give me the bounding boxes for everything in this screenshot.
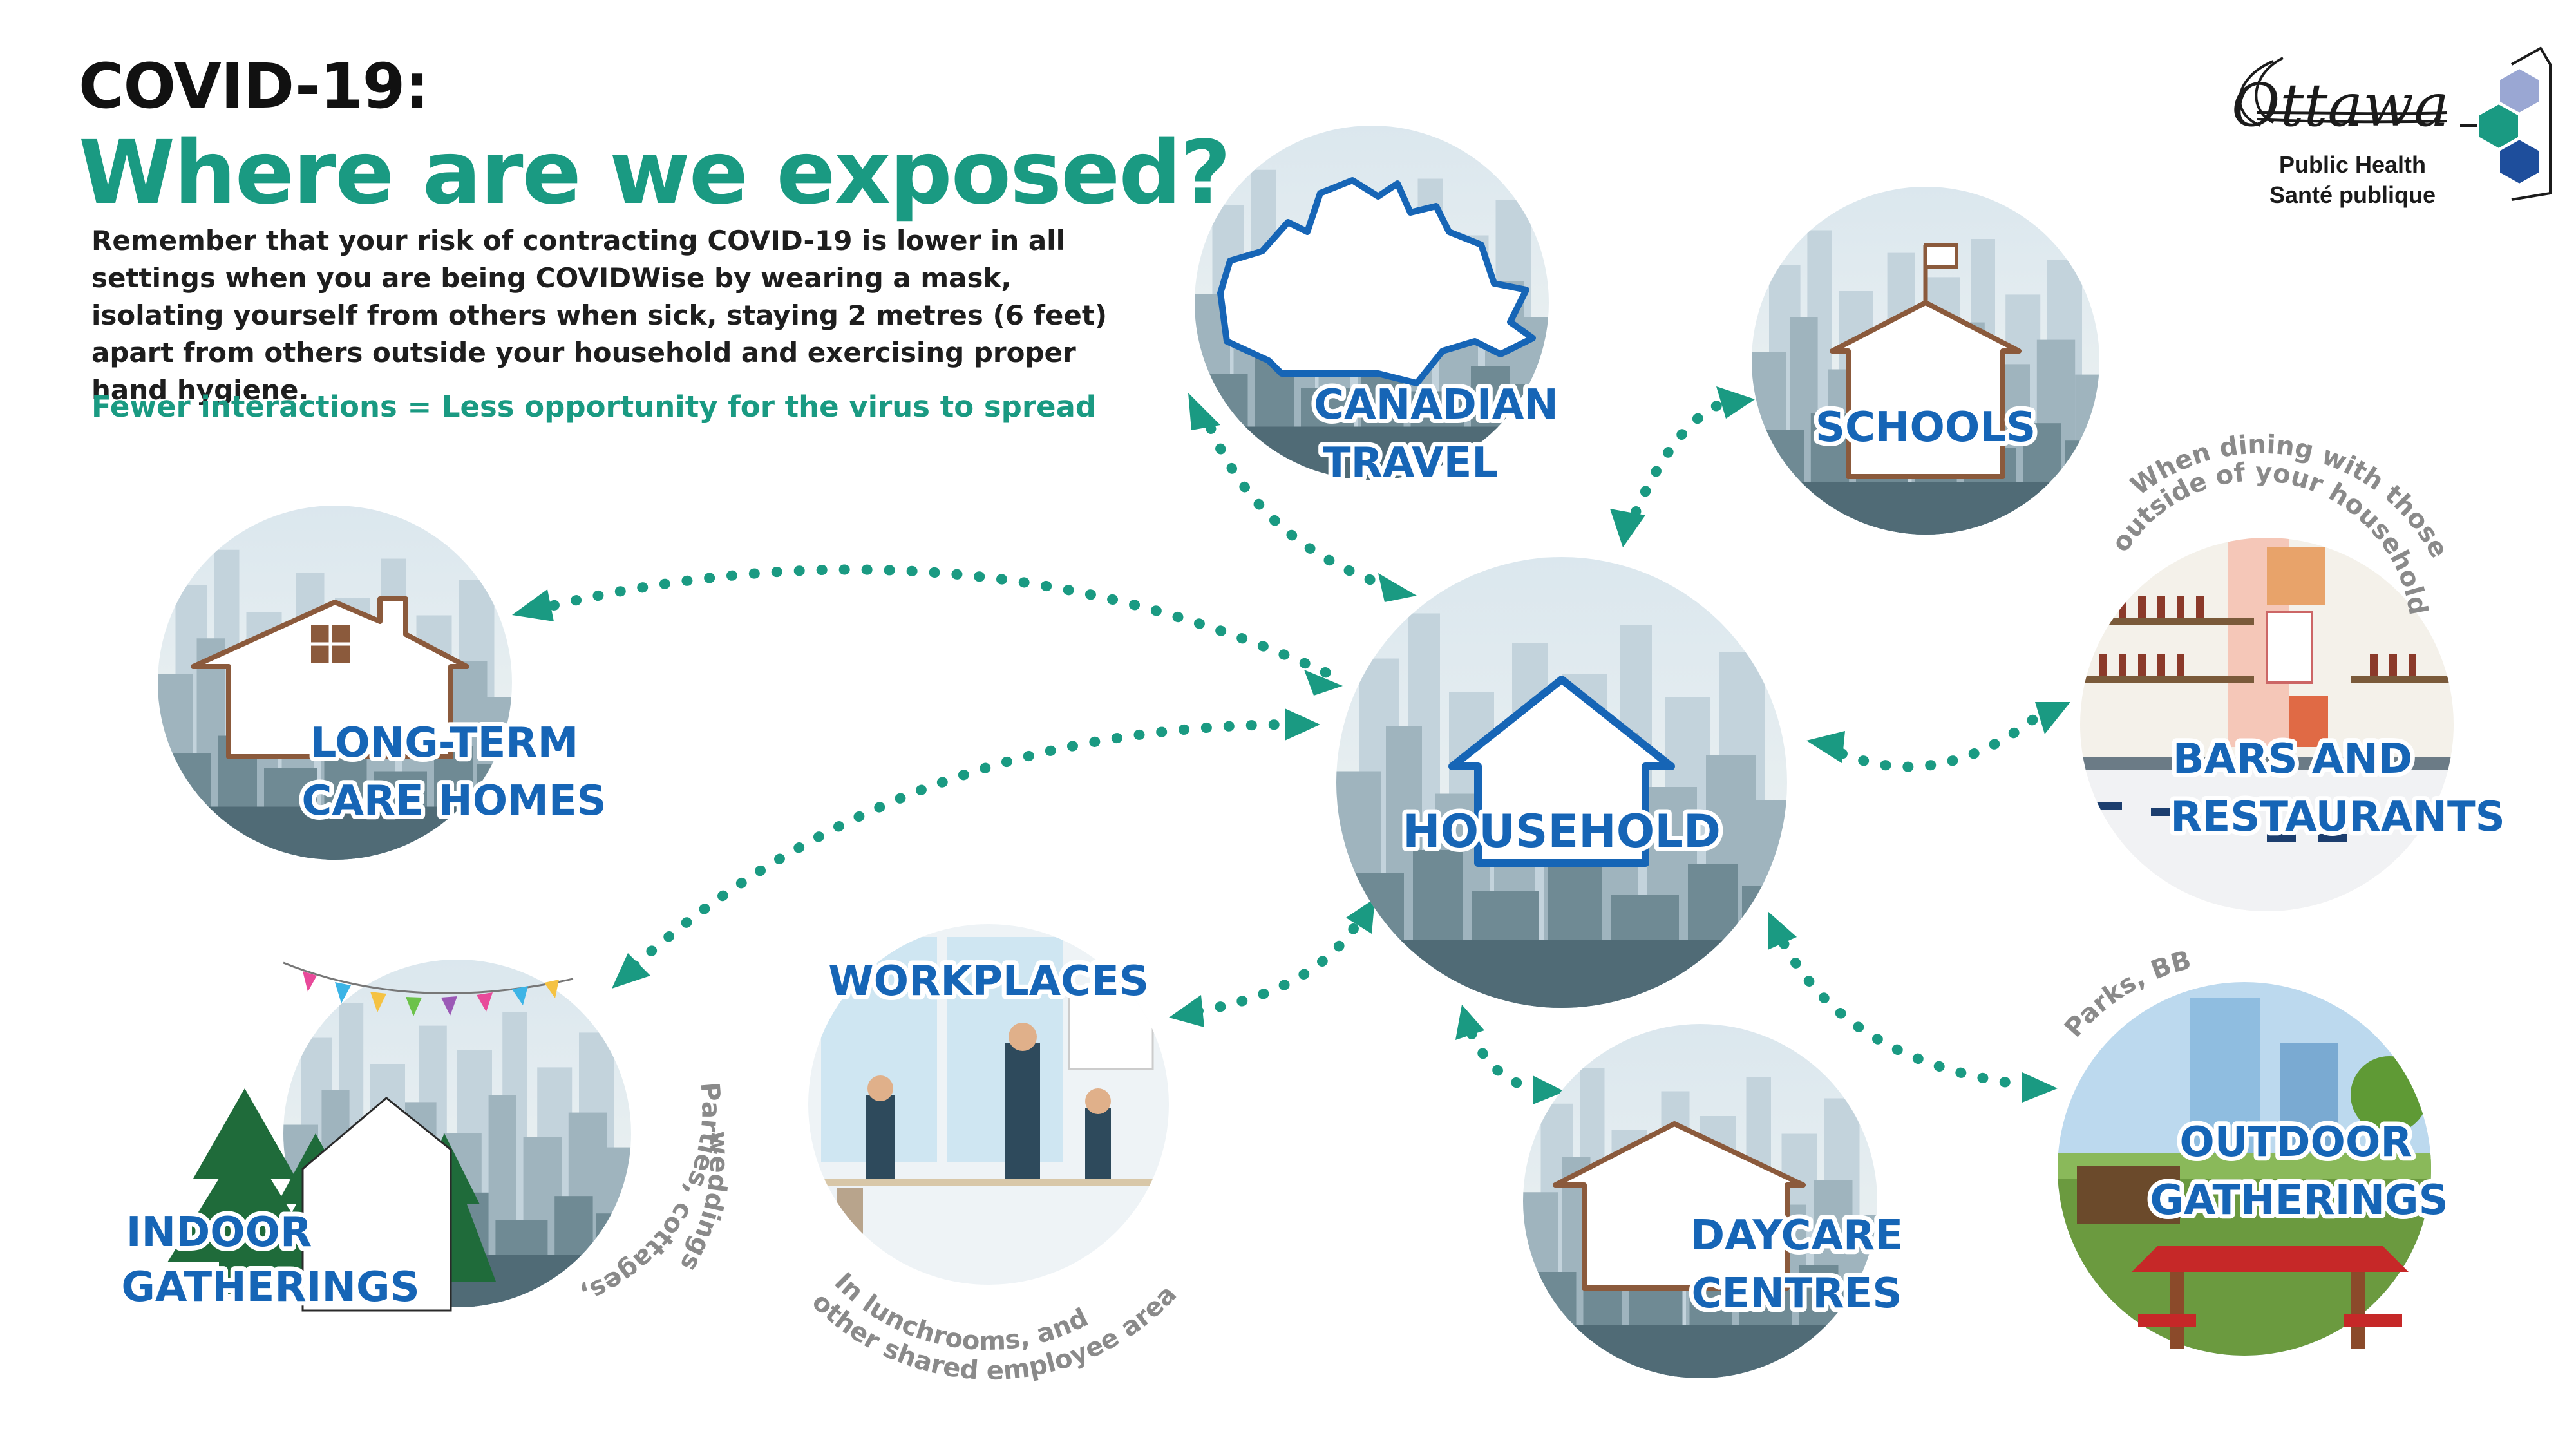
label-outdoor-1: OUTDOOR: [2179, 1119, 2412, 1166]
daycare-house-icon: [1553, 1121, 1806, 1291]
ottawa-logo: Ottawa Public Health Santé publique: [2231, 46, 2552, 208]
label-schools: SCHOOLS: [1815, 404, 2036, 451]
node-indoor-gatherings: INDOOR GATHERINGS Parties, cottages, wed…: [117, 960, 734, 1316]
arrow-household-workplaces: [1169, 898, 1375, 1027]
node-daycare: DAYCARE CENTRES: [1523, 1024, 1908, 1378]
arrow-household-outdoor-gatherings: [1768, 911, 2058, 1103]
label-bars-1: BARS AND: [2173, 735, 2412, 783]
page-title-line1: COVID-19:: [79, 50, 430, 122]
logo-sante-publique: Santé publique: [2269, 182, 2436, 208]
node-long-term-care: LONG-TERM CARE HOMES: [158, 506, 611, 860]
bunting-icon: [283, 961, 574, 1016]
canada-map-icon: [1217, 177, 1536, 386]
label-bars-2: RESTAURANTS: [2170, 793, 2505, 841]
label-long-term-1: LONG-TERM: [310, 719, 579, 767]
hexagon-cluster-icon: [2460, 46, 2552, 201]
arrow-household-indoor-gatherings: [612, 708, 1320, 989]
label-indoor-2: GATHERINGS: [121, 1264, 419, 1311]
node-household: HOUSEHOLD: [1336, 557, 1787, 1008]
ottawa-wordmark: Ottawa: [2231, 71, 2449, 140]
label-daycare-1: DAYCARE: [1690, 1212, 1903, 1260]
picnic-table-icon: [2132, 1246, 2409, 1349]
page-title: Where are we exposed?: [79, 122, 1231, 224]
label-workplaces: WORKPLACES: [828, 958, 1149, 1005]
label-canadian-travel-1: CANADIAN: [1314, 381, 1558, 429]
arrow-household-long-term-care: [512, 564, 1343, 696]
arrow-household-schools: [1610, 386, 1755, 547]
arrow-household-daycare: [1455, 1005, 1565, 1104]
intro-text: Remember that your risk of contracting C…: [91, 225, 1108, 406]
label-long-term-2: CARE HOMES: [301, 777, 606, 825]
label-outdoor-2: GATHERINGS: [2150, 1177, 2448, 1224]
connector-arrows: [512, 386, 2070, 1104]
logo-public-health: Public Health: [2279, 151, 2426, 178]
label-canadian-travel-2: TRAVEL: [1323, 439, 1498, 487]
label-household: HOUSEHOLD: [1403, 805, 1721, 858]
party-house-icon: [301, 1097, 452, 1312]
node-bars-restaurants: BARS AND RESTAURANTS When dining with th…: [2080, 430, 2510, 911]
ottawa-swirl-icon: [2238, 57, 2448, 127]
label-indoor-1: INDOOR: [126, 1209, 312, 1256]
tagline: Fewer interactions = Less opportunity fo…: [91, 390, 1097, 424]
node-schools: SCHOOLS: [1752, 187, 2099, 535]
care-home-icon: [191, 596, 469, 759]
arrow-household-bars: [1806, 702, 2070, 772]
office-icon: [808, 924, 1169, 1285]
school-house-icon: [1830, 243, 2022, 479]
node-canadian-travel: CANADIAN TRAVEL: [1195, 126, 1563, 491]
house-icon: [1448, 676, 1675, 867]
arrow-household-canadian-travel: [1188, 393, 1417, 602]
label-daycare-2: CENTRES: [1692, 1270, 1902, 1318]
